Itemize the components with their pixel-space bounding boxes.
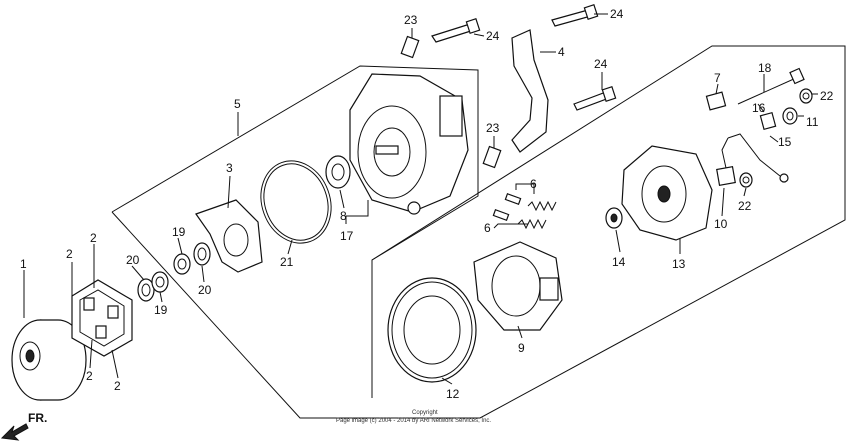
leader-lines [23, 13, 818, 385]
front-direction-indicator: FR. [0, 411, 47, 441]
part-nut-22-top [799, 88, 813, 104]
callout-2-bottom-right: 2 [114, 379, 121, 393]
callout-22-bottom: 22 [738, 199, 752, 213]
callout-24-top-left: 24 [486, 29, 500, 43]
callout-3: 3 [226, 161, 233, 175]
part-front-housing [349, 73, 469, 215]
part-nut-22-bottom [739, 172, 753, 188]
part-through-bolt [737, 67, 805, 105]
callout-24-middle: 24 [594, 57, 608, 71]
callout-19-upper: 19 [172, 225, 186, 239]
callout-22-top: 22 [820, 89, 834, 103]
copyright-line-1: Copyright [412, 410, 438, 416]
part-washer-20-left [137, 278, 155, 302]
part-brush-spring-upper [504, 193, 557, 212]
part-nut-11 [782, 107, 798, 125]
callout-1: 1 [20, 257, 27, 271]
part-nut-19-right [173, 253, 191, 275]
part-terminal-insulator [716, 137, 736, 186]
callout-7: 7 [714, 71, 721, 85]
callout-10: 10 [714, 217, 728, 231]
front-arrow-icon [0, 423, 29, 441]
callout-17: 17 [340, 229, 354, 243]
part-bolt-24-middle [573, 85, 617, 111]
part-o-ring [260, 160, 332, 244]
callout-19-lower: 19 [154, 303, 168, 317]
callout-24-top-right: 24 [610, 7, 624, 21]
group-outline-rear [111, 45, 846, 419]
part-nut-19-left [151, 271, 169, 293]
part-washer-20-right [193, 242, 211, 266]
part-rear-housing [621, 145, 713, 241]
callout-6-lower: 6 [484, 221, 491, 235]
callout-12: 12 [446, 387, 460, 401]
callout-23-top: 23 [404, 13, 418, 27]
callout-18: 18 [758, 61, 772, 75]
part-brush-spring-lower [492, 209, 547, 230]
callout-13: 13 [672, 257, 686, 271]
part-terminal-clip [705, 91, 727, 111]
callout-20-right: 20 [198, 283, 212, 297]
part-bolt-24-top-left [431, 17, 481, 43]
group-outline-5 [111, 65, 479, 398]
part-stator [387, 277, 477, 383]
callout-20-left: 20 [126, 253, 140, 267]
part-fan [195, 199, 263, 273]
callout-2-top-left: 2 [66, 247, 73, 261]
callout-8: 8 [340, 209, 347, 223]
part-bolt-24-top-right [551, 3, 599, 27]
part-rectifier [473, 241, 563, 331]
part-bracket [511, 29, 549, 153]
callout-2-top-right: 2 [90, 231, 97, 245]
callout-11: 11 [806, 115, 819, 129]
callout-5: 5 [234, 97, 241, 111]
part-damper-rubber [71, 279, 133, 357]
callout-16: 16 [752, 101, 766, 115]
callout-15: 15 [778, 135, 792, 149]
callout-21: 21 [280, 255, 294, 269]
callout-6-upper: 6 [530, 177, 537, 191]
part-bearing [325, 155, 351, 189]
callout-9: 9 [518, 341, 525, 355]
callout-14: 14 [612, 255, 626, 269]
part-insulator [759, 111, 777, 131]
part-collar-23-top [400, 35, 420, 59]
part-washer-14 [605, 207, 623, 229]
callout-4: 4 [558, 45, 565, 59]
part-collar-23-middle [482, 145, 502, 169]
copyright-line-2: Page image (c) 2004 - 2014 by ARI Networ… [336, 418, 491, 424]
callout-23-middle: 23 [486, 121, 500, 135]
front-direction-label: FR. [28, 411, 47, 425]
part-wire-lead [727, 133, 789, 183]
callout-2-bottom-left: 2 [86, 369, 93, 383]
